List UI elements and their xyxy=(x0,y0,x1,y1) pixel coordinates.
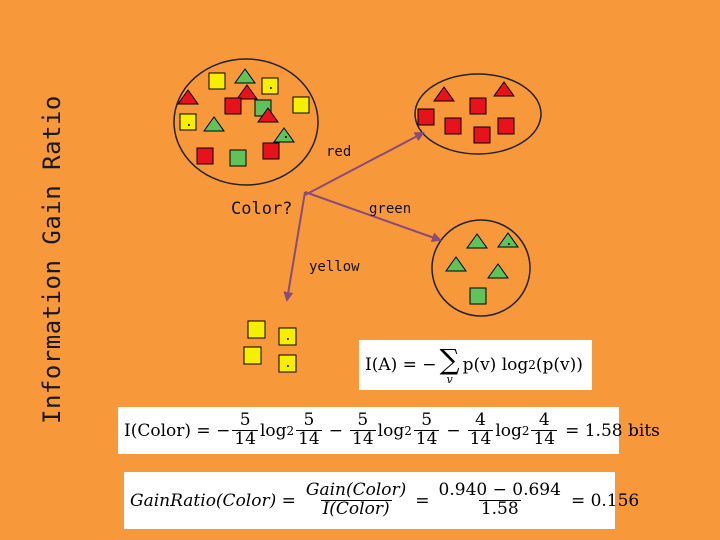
numeric-fraction: 0.940 − 0.694 1.58 xyxy=(438,480,561,519)
green-triangle xyxy=(497,232,519,248)
arrow-green xyxy=(304,191,442,243)
entropy-body: p(v) log xyxy=(462,355,529,375)
info-color-result: = 1.58 bits xyxy=(565,420,660,441)
branch-label-yellow: yellow xyxy=(309,259,360,275)
branch-label-green: green xyxy=(369,201,411,217)
red-subset-items xyxy=(417,81,515,144)
svg-text:.: . xyxy=(282,127,290,142)
red-triangle xyxy=(493,81,515,97)
gain-ratio-result: = 0.156 xyxy=(570,490,640,511)
root-dot-marks: . . . xyxy=(185,78,290,142)
yellow-square xyxy=(208,72,226,90)
gain-ratio-formula: GainRatio(Color) = Gain(Color) I(Color) … xyxy=(124,472,639,529)
yellow-square xyxy=(278,327,297,346)
green-triangle xyxy=(273,127,295,143)
yellow-subset-items xyxy=(243,320,297,373)
red-square xyxy=(473,126,491,144)
red-square xyxy=(196,147,214,165)
red-square xyxy=(444,117,462,135)
yellow-square xyxy=(243,346,262,365)
green-square xyxy=(469,287,487,305)
yellow-square xyxy=(179,113,197,131)
red-square xyxy=(417,108,435,126)
svg-text:.: . xyxy=(185,115,193,130)
branch-label-red: red xyxy=(326,144,351,160)
gain-over-info-fraction: Gain(Color) I(Color) xyxy=(305,480,407,519)
svg-text:.: . xyxy=(267,78,275,93)
svg-text:.: . xyxy=(284,329,292,344)
red-square xyxy=(262,142,280,160)
entropy-log-base: 2 xyxy=(528,358,536,372)
green-triangle xyxy=(466,233,488,249)
red-square xyxy=(224,97,242,115)
arrow-red xyxy=(304,132,425,196)
entropy-arg: (p(v)) xyxy=(535,355,583,375)
yellow-square xyxy=(278,354,297,373)
red-triangle xyxy=(433,86,455,102)
arrow-yellow xyxy=(283,191,306,302)
red-triangle xyxy=(257,107,279,123)
info-color-lhs: I(Color) = − xyxy=(124,420,231,441)
root-set-ellipse xyxy=(173,58,319,186)
question-label: Color? xyxy=(231,199,292,219)
red-triangle xyxy=(236,84,258,100)
entropy-lhs: I(A) = − xyxy=(365,355,437,375)
green-triangle xyxy=(487,263,509,279)
green-triangle xyxy=(234,68,256,84)
yellow-square xyxy=(261,77,279,95)
yellow-square xyxy=(292,96,310,114)
red-triangle xyxy=(177,89,199,105)
red-square xyxy=(469,97,487,115)
red-square xyxy=(497,117,515,135)
summation-symbol: ∑ v xyxy=(439,342,460,386)
green-triangle xyxy=(203,116,225,132)
green-square xyxy=(229,149,247,167)
yellow-dot-marks: . . xyxy=(284,329,292,371)
red-set-ellipse xyxy=(414,73,542,155)
svg-text:.: . xyxy=(284,356,292,371)
green-set-ellipse xyxy=(431,219,531,317)
green-triangle xyxy=(445,256,467,272)
yellow-square xyxy=(247,320,266,339)
green-subset-items xyxy=(445,232,519,305)
green-dot-mark: . xyxy=(505,234,513,249)
gain-ratio-lhs: GainRatio(Color) = xyxy=(130,490,296,511)
root-items xyxy=(177,68,310,167)
